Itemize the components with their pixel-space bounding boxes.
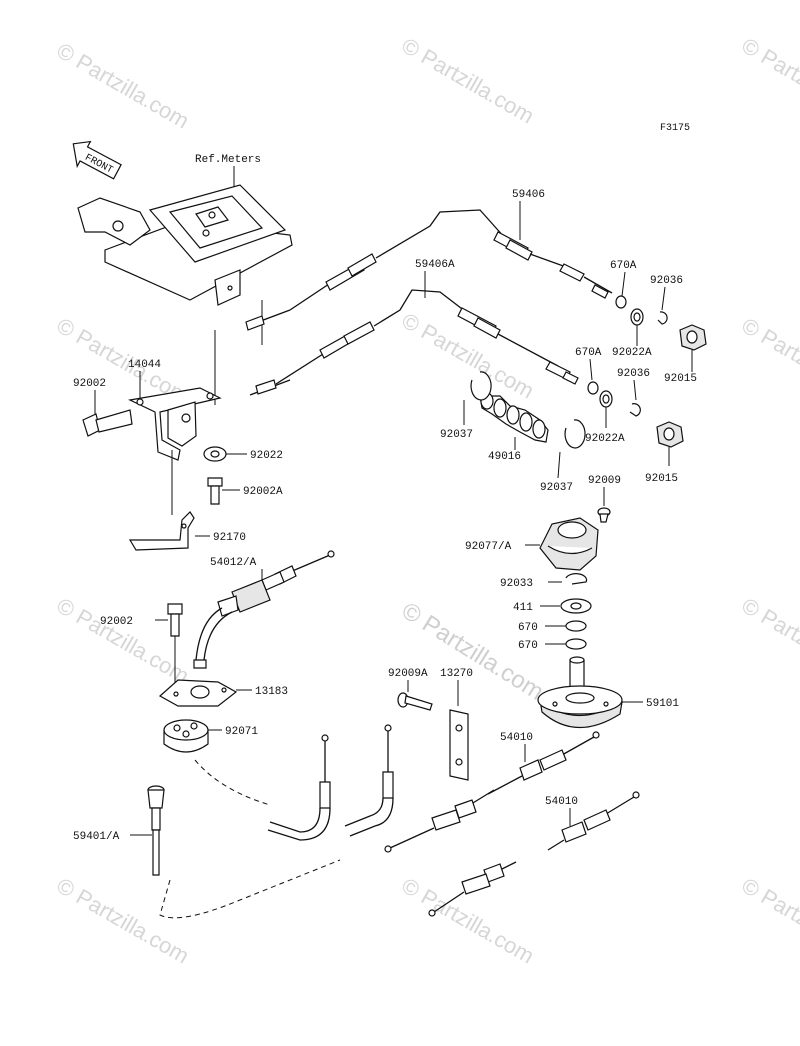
callout-14044: 14044 (128, 359, 161, 371)
bracket-14044-part (128, 387, 222, 461)
bolt-92002-lower-part (167, 603, 183, 637)
figure-code: F3175 (660, 123, 690, 134)
routing-line (159, 859, 341, 919)
throttle-cable-54010-lower (428, 791, 640, 917)
callout-92002-1: 92002 (73, 378, 106, 390)
choke-cable-curved-1 (267, 734, 331, 841)
nut-part (679, 324, 707, 351)
bolt-92002-part (82, 409, 133, 437)
callout-411: 411 (513, 602, 533, 614)
callout-92022A-1: 92022A (612, 347, 652, 359)
callout-670-2: 670 (518, 640, 538, 652)
callout-92022: 92022 (250, 450, 283, 462)
callout-92170: 92170 (213, 532, 246, 544)
watermark-text: © Partzilla.com (738, 313, 800, 409)
callout-92015-1: 92015 (664, 373, 697, 385)
throttle-cable-54010-upper (384, 731, 600, 853)
oring-part (587, 381, 599, 395)
callout-92009: 92009 (588, 475, 621, 487)
callout-92037-1: 92037 (440, 429, 473, 441)
callout-13183: 13183 (255, 686, 288, 698)
callout-59401A: 59401/A (73, 831, 120, 843)
choke-knob-59401A-part (147, 785, 165, 876)
routing-line (194, 759, 271, 806)
callout-92002A: 92002A (243, 486, 283, 498)
watermark-text: © Partzilla.com (53, 873, 194, 969)
oring-670-part (565, 638, 587, 650)
screw-92009A-part (397, 692, 433, 711)
clamp-part (564, 419, 586, 449)
callout-92077A: 92077/A (465, 541, 512, 553)
callout-92033: 92033 (500, 578, 533, 590)
callout-54010-2: 54010 (545, 796, 578, 808)
callout-92009A: 92009A (388, 668, 428, 680)
watermark-text: © Partzilla.com (53, 38, 194, 134)
callout-670A-2: 670A (575, 347, 602, 359)
gasket-13183-part (158, 679, 238, 707)
cable-59406 (245, 209, 613, 331)
callout-92022A-2: 92022A (585, 433, 625, 445)
boot-49016-part (479, 392, 549, 443)
callout-59406A: 59406A (415, 259, 455, 271)
knob-92077A-part (539, 517, 599, 571)
callout-92015-2: 92015 (645, 473, 678, 485)
watermark-text: © Partzilla.com (398, 33, 539, 129)
stay-92170-part (128, 511, 195, 551)
callout-92037-2: 92037 (540, 482, 573, 494)
callout-59406: 59406 (512, 189, 545, 201)
callout-13270: 13270 (440, 668, 473, 680)
oring-part (615, 295, 627, 309)
background-watermarks: © Partzilla.com © Partzilla.com © Partzi… (53, 33, 800, 969)
cable-54012A (193, 550, 335, 669)
callout-54010-1: 54010 (500, 732, 533, 744)
grommet-92071-part (163, 719, 209, 753)
callout-670-1: 670 (518, 622, 538, 634)
callout-49016: 49016 (488, 451, 521, 463)
callout-670A-1: 670A (610, 260, 637, 272)
clamp-part (470, 371, 492, 401)
callout-59101: 59101 (646, 698, 679, 710)
watermark-text: © Partzilla.com (738, 593, 800, 689)
watermark-text: © Partzilla.com (738, 33, 800, 129)
front-direction-arrow: FRONT (72, 140, 122, 180)
watermark-text: © Partzilla.com (738, 873, 800, 969)
washer-411-part (560, 598, 592, 614)
ref-meters-label: Ref.Meters (195, 154, 261, 166)
callout-54012A: 54012/A (210, 557, 257, 569)
circlip-part (565, 573, 588, 585)
nut-part (656, 421, 684, 448)
choke-cable-curved-2 (344, 724, 394, 837)
washer-92022-part (203, 446, 227, 462)
screw-92009-part (597, 507, 611, 523)
plate-13270-part (449, 709, 469, 781)
watermark-text: © Partzilla.com (398, 308, 539, 404)
meter-bracket-part (77, 184, 293, 306)
cable-59406A (249, 289, 579, 396)
circlip-part (629, 403, 641, 417)
base-59101-part (537, 656, 623, 729)
callout-92071: 92071 (225, 726, 258, 738)
callout-92002-2: 92002 (100, 616, 133, 628)
bolt-92002A-part (207, 477, 223, 505)
callout-92036-1: 92036 (650, 275, 683, 287)
callout-92036-2: 92036 (617, 368, 650, 380)
circlip-part (657, 311, 668, 325)
oring-670-part (565, 620, 587, 632)
